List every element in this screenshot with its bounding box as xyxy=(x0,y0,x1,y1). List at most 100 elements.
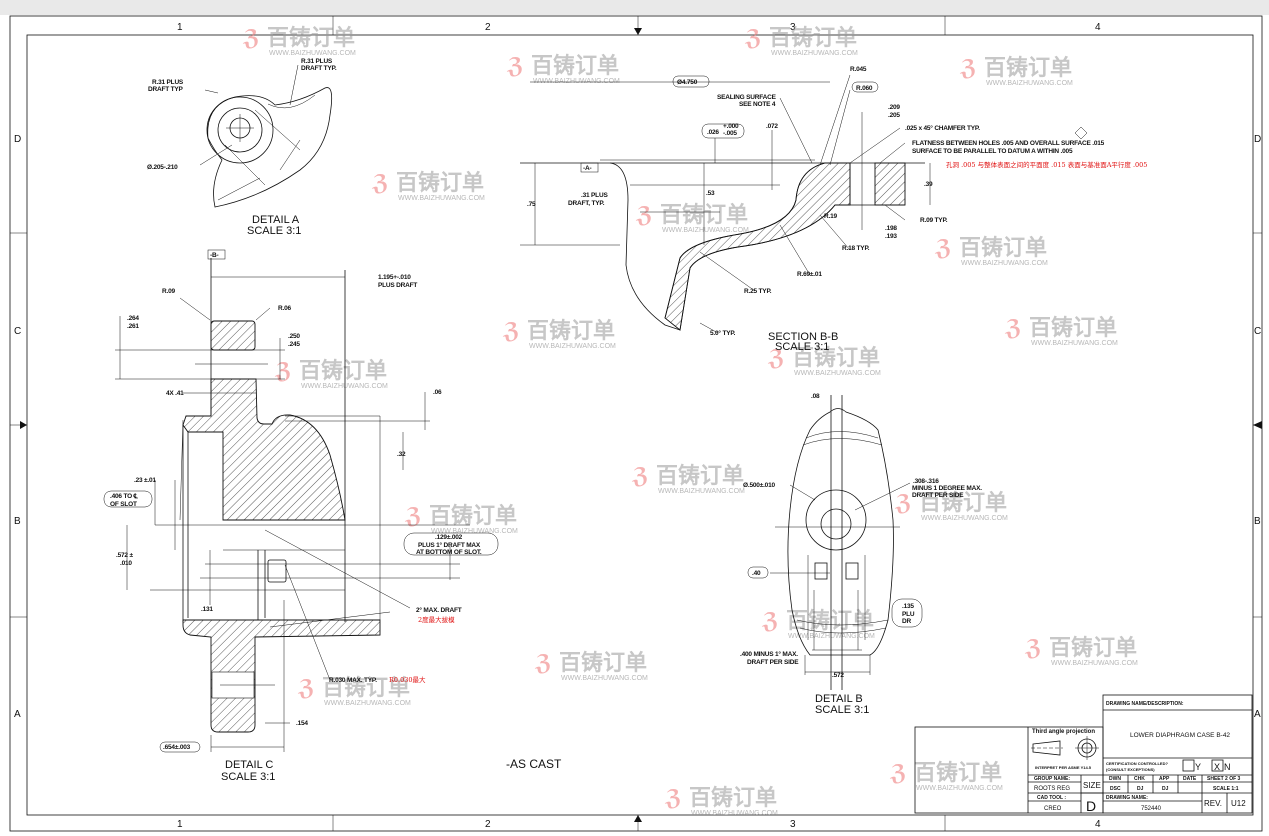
dimension-label: 4X .41 xyxy=(166,390,184,397)
dimension-label: 2 xyxy=(485,22,491,33)
watermark-logo: ℨ xyxy=(934,236,952,261)
drawing-line xyxy=(182,378,346,521)
watermark-logo: 百铸订单 xyxy=(299,358,387,384)
watermark-logo: WWW.BAIZHUWANG.COM xyxy=(658,488,745,495)
dimension-label: .245 xyxy=(288,341,300,348)
dimension-label: DSC xyxy=(1110,786,1121,792)
drawing-line xyxy=(770,482,911,574)
dimension-label: .40 xyxy=(752,570,761,577)
dimension-label: .135 xyxy=(902,603,914,610)
watermark-logo: 百铸订单 xyxy=(1029,315,1117,341)
watermark-logo: ℨ xyxy=(767,346,785,371)
drawing-line xyxy=(796,431,889,634)
drawing-line xyxy=(210,320,256,351)
as-cast-note: -AS CAST xyxy=(506,757,562,771)
dimension-label: DATE xyxy=(1183,776,1197,782)
dimension-label: R.030 MAX. TYP. xyxy=(329,677,377,684)
dimension-label: Ø4.750 xyxy=(677,79,698,86)
title-block: DRAWING NAME/DESCRIPTION: LOWER DIAPHRAG… xyxy=(914,694,1253,814)
dimension-label: 3 xyxy=(790,22,796,33)
dimension-label: .23 ±.01 xyxy=(134,477,156,484)
watermark-logo: WWW.BAIZHUWANG.COM xyxy=(1031,340,1118,347)
dimension-label: X xyxy=(1214,762,1220,772)
dimension-label: DRAWING NAME/DESCRIPTION: xyxy=(1106,701,1184,707)
drawing-line xyxy=(1074,126,1088,140)
watermark-logo: WWW.BAIZHUWANG.COM xyxy=(794,370,881,377)
drawing-line xyxy=(403,532,499,556)
watermark-logo: ℨ xyxy=(297,676,315,701)
watermark-logo: ℨ xyxy=(404,504,422,529)
dimension-label: 2° MAX. DRAFT xyxy=(416,606,462,614)
dimension-label: .010 xyxy=(120,560,132,567)
dimension-label: .129±.002 xyxy=(435,534,463,541)
watermark-logo: ℨ xyxy=(1004,316,1022,341)
drawing-line xyxy=(807,555,866,650)
dimension-label: SCALE 3:1 xyxy=(815,704,869,716)
drawing-line xyxy=(699,74,906,334)
drawing-line xyxy=(820,508,852,540)
dimension-label: LOWER DIAPHRAGM CASE B-42 xyxy=(1130,732,1230,739)
dimension-label: R.25 TYP. xyxy=(744,288,772,295)
dimension-label: N xyxy=(1224,762,1231,772)
dimension-label: Third angle projection xyxy=(1032,729,1095,735)
dimension-label: 4 xyxy=(1095,819,1101,830)
drawing-line xyxy=(217,107,263,153)
detail-a: R.31 PLUS DRAFT TYP R.31 PLUS DRAFT TYP.… xyxy=(147,58,337,237)
dimension-label: .572 ± xyxy=(116,552,133,559)
dimension-label: 2 xyxy=(485,819,491,830)
dimension-label: .06 xyxy=(433,389,442,396)
dimension-label: CREO xyxy=(1044,806,1062,812)
dimension-label: R.18 TYP. xyxy=(842,245,870,252)
drawing-line xyxy=(747,566,769,579)
dimension-label: .264 xyxy=(127,315,139,322)
dimension-label: D xyxy=(1254,134,1261,145)
dimension-label: C xyxy=(14,326,21,337)
dimension-label: SCALE 3:1 xyxy=(247,225,301,237)
dimension-label: 3 xyxy=(790,819,796,830)
dimension-label: .131 xyxy=(201,606,213,613)
dimension-label: .53 xyxy=(706,190,715,197)
dimension-label: SURFACE TO BE PARALLEL TO DATUM A WITHIN… xyxy=(912,148,1073,155)
dimension-label: 5.0° TYP. xyxy=(710,329,736,337)
watermark-logo: ℨ xyxy=(664,786,682,811)
dimension-label: R.09 xyxy=(162,288,176,295)
watermark-logo: WWW.BAIZHUWANG.COM xyxy=(301,383,388,390)
dimension-label: SHEET 2 OF 3 xyxy=(1207,776,1241,782)
dimension-label: .193 xyxy=(885,233,897,240)
dimension-label: .072 xyxy=(766,123,778,130)
dimension-label: PLUS 1° DRAFT MAX xyxy=(418,541,481,549)
drawing-line xyxy=(787,408,894,656)
dimension-label: 752440 xyxy=(1141,806,1162,812)
dimension-label: R.31 PLUS xyxy=(301,58,333,65)
dimension-label: SCALE 3:1 xyxy=(775,341,829,353)
watermark-logo: 百铸订单 xyxy=(656,463,744,489)
dimension-label: R.045 xyxy=(850,66,867,73)
dimension-label: .205 xyxy=(888,112,900,119)
drawing-line xyxy=(891,598,923,628)
dimension-label: (CONSULT EXCEPTIONS) xyxy=(1106,767,1155,772)
dimension-label: DJ xyxy=(1162,786,1169,792)
dimension-label: .250 xyxy=(288,333,300,340)
detail-c: -B- 1.195+-.010 PLUS DRAFT R.09 R.06 .26… xyxy=(103,249,499,783)
zone-labels: 1 2 3 4 1 2 3 4 D C B A D C B A xyxy=(14,22,1261,830)
drawing-line xyxy=(182,619,381,733)
drawing-line xyxy=(207,249,226,260)
watermark-logo: WWW.BAIZHUWANG.COM xyxy=(662,227,749,234)
watermark-logo: 百铸订单 xyxy=(1049,635,1137,661)
watermark-logo: ℨ xyxy=(889,761,907,786)
watermark-logo: WWW.BAIZHUWANG.COM xyxy=(561,675,648,682)
dimension-label: .31 PLUS xyxy=(581,192,608,199)
dimension-label: DRAFT PER SIDE xyxy=(747,659,799,666)
dimension-label: DWN xyxy=(1109,776,1121,782)
dimension-label: .261 xyxy=(127,323,139,330)
dimension-label: Ø.205-.210 xyxy=(147,164,178,171)
drawing-line xyxy=(206,96,274,164)
watermark-logo: 百铸订单 xyxy=(792,345,880,371)
dimension-label: OF SLOT xyxy=(110,501,137,508)
watermark-logo: 百铸订单 xyxy=(914,760,1002,786)
